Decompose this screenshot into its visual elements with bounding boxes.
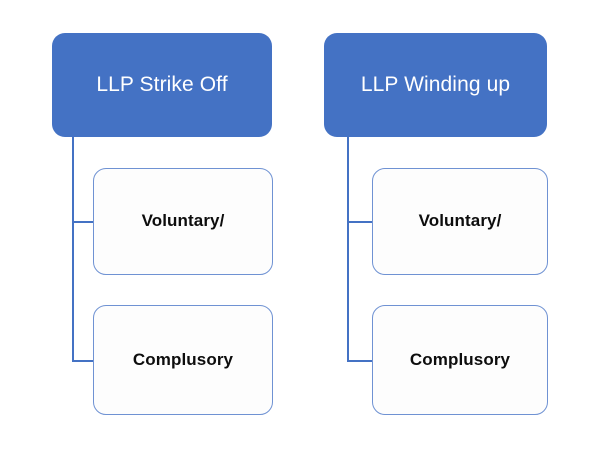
child-node-winding-up-compulsory[interactable]: Complusory (372, 305, 548, 415)
connector-trunk-winding-up (347, 137, 349, 362)
parent-node-label: LLP Strike Off (96, 73, 228, 97)
connector-trunk-strike-off (72, 137, 74, 362)
parent-node-label: LLP Winding up (360, 73, 511, 97)
parent-node-llp-strike-off[interactable]: LLP Strike Off (52, 33, 272, 137)
child-node-label: Complusory (409, 349, 511, 369)
child-node-label: Complusory (132, 349, 234, 369)
child-node-winding-up-voluntary[interactable]: Voluntary/ (372, 168, 548, 275)
child-node-strike-off-voluntary[interactable]: Voluntary/ (93, 168, 273, 275)
child-node-label: Voluntary/ (141, 211, 225, 231)
connector-branch-strike-off-voluntary (72, 221, 94, 223)
parent-node-llp-winding-up[interactable]: LLP Winding up (324, 33, 547, 137)
connector-branch-strike-off-compulsory (72, 360, 94, 362)
child-node-strike-off-compulsory[interactable]: Complusory (93, 305, 273, 415)
connector-branch-winding-up-voluntary (347, 221, 373, 223)
connector-branch-winding-up-compulsory (347, 360, 373, 362)
child-node-label: Voluntary/ (418, 211, 502, 231)
